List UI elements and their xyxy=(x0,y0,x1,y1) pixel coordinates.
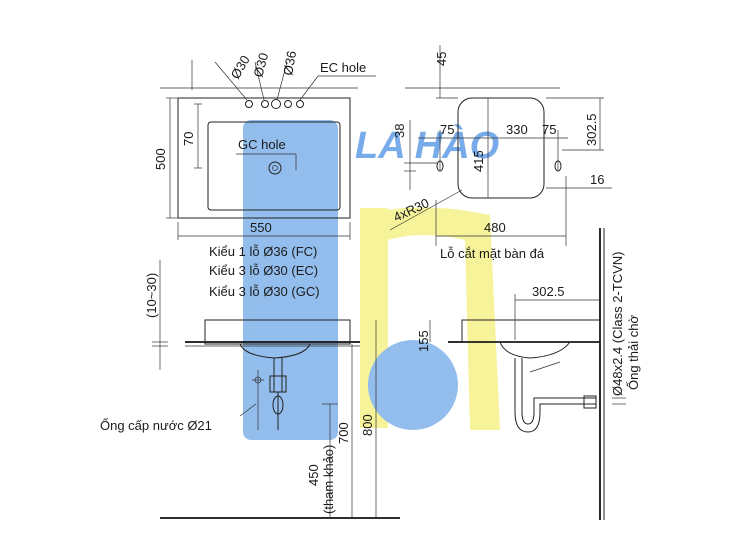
side-view-right: 302.5 155 Ø48x2.4 (Class 2-TCVN) Ống thả… xyxy=(416,228,641,520)
dim-550: 550 xyxy=(250,220,272,235)
tap-hole-far xyxy=(296,100,304,108)
variant-gc: Kiểu 3 lỗ Ø30 (GC) xyxy=(209,284,320,299)
dim-450-note: (tham khảo) xyxy=(321,445,336,514)
hole-dim-3: Ø36 xyxy=(280,50,299,77)
basin-outline xyxy=(177,97,351,219)
tap-hole-center xyxy=(261,100,269,108)
top-view: Ø30 Ø30 Ø36 EC hole GC hole 70 500 550 K… xyxy=(153,50,376,299)
variant-ec: Kiểu 3 lỗ Ø30 (EC) xyxy=(209,263,318,278)
cutout-caption: Lỗ cắt mặt bàn đá xyxy=(440,246,545,261)
dim-330: 330 xyxy=(506,122,528,137)
side-view-left: (10~30) Ống cấp nước Ø21 450 (tham khảo)… xyxy=(100,260,400,519)
dim-800: 800 xyxy=(360,414,375,436)
dim-left-75: 75 xyxy=(440,122,454,137)
dim-415: 415 xyxy=(471,150,486,172)
watermark-blue-bar xyxy=(243,120,338,440)
tap-hole-left xyxy=(245,100,253,108)
hole-dim-2: Ø30 xyxy=(250,51,271,79)
dim-700: 700 xyxy=(336,422,351,444)
tap-hole-main xyxy=(271,99,281,109)
tap-hole-right xyxy=(284,100,292,108)
dim-70: 70 xyxy=(181,132,196,146)
drain-hole xyxy=(268,161,282,175)
dim-155: 155 xyxy=(416,330,431,352)
dim-drain-offset: 302.5 xyxy=(532,284,565,299)
ec-hole-label: EC hole xyxy=(320,60,366,75)
watermark-blue-circle xyxy=(368,340,458,430)
watermark: LA HÀO xyxy=(243,120,500,440)
supply-label: Ống cấp nước Ø21 xyxy=(100,418,212,433)
basin-side-profile xyxy=(204,319,351,345)
watermark-text: LA HÀO xyxy=(355,123,499,167)
waste-label: Ống thải chờ xyxy=(626,315,641,390)
gc-hole-label: GC hole xyxy=(238,137,286,152)
dim-500: 500 xyxy=(153,148,168,170)
dim-302-5: 302.5 xyxy=(584,113,599,146)
dim-38: 38 xyxy=(392,124,407,138)
pipe-spec: Ø48x2.4 (Class 2-TCVN) xyxy=(610,252,625,396)
variant-fc: Kiểu 1 lỗ Ø36 (FC) xyxy=(209,244,317,259)
basin-bowl xyxy=(207,121,341,211)
dim-16: 16 xyxy=(590,172,604,187)
dim-480: 480 xyxy=(484,220,506,235)
watermark-yellow-arch xyxy=(360,207,500,430)
dim-45: 45 xyxy=(434,52,449,66)
cutout-outline xyxy=(457,97,545,199)
dim-450: 450 xyxy=(306,464,321,486)
dim-right-75: 75 xyxy=(542,122,556,137)
hole-dim-1: Ø30 xyxy=(228,53,253,82)
dim-counter-range: (10~30) xyxy=(144,273,159,318)
basin-right-profile xyxy=(461,319,601,343)
